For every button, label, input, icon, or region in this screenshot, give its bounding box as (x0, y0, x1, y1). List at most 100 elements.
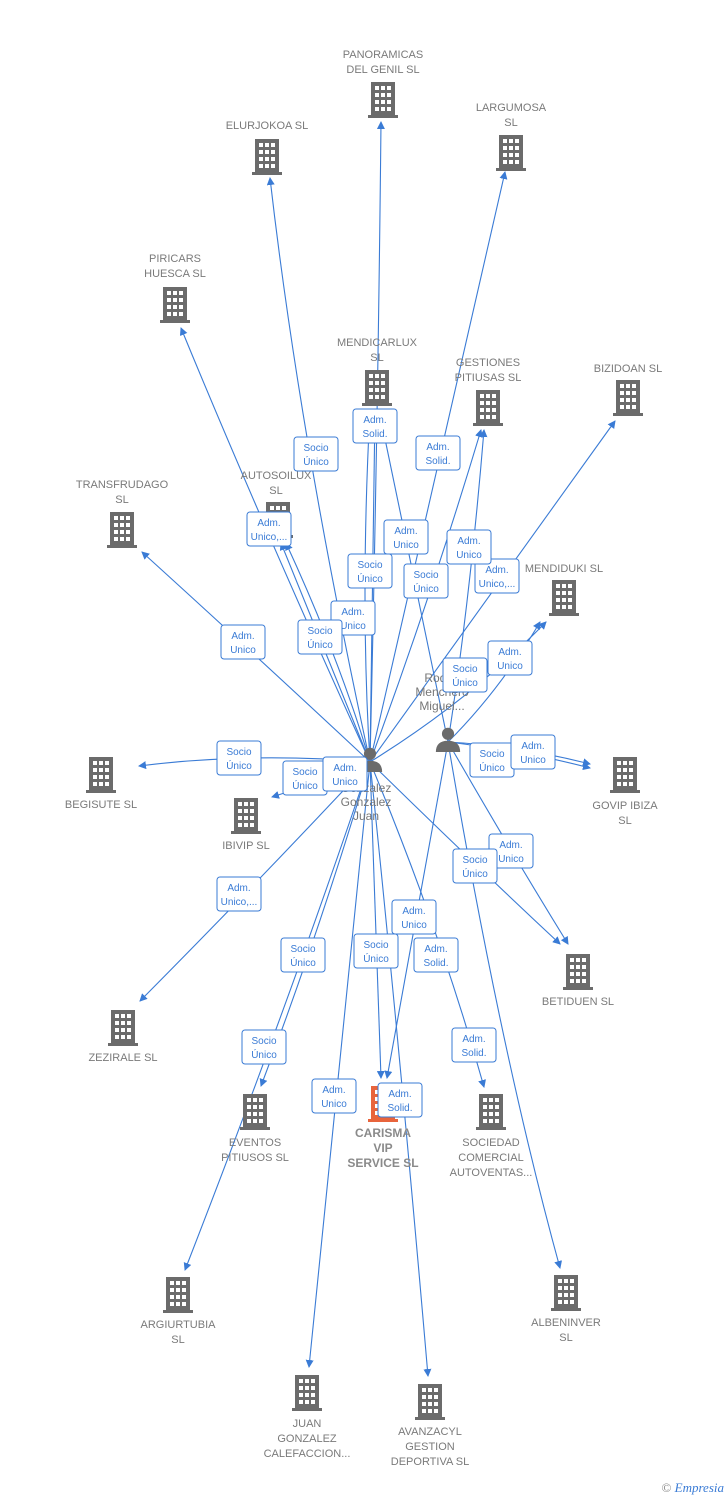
relation-badge[interactable]: Adm. Unico (220, 624, 266, 660)
relation-badge[interactable]: Adm.Unico,... (216, 876, 262, 912)
building-icon (476, 1094, 506, 1130)
relation-badge-text: Adm. (402, 906, 425, 917)
relation-edge (447, 429, 488, 743)
footer-brand: © Empresia (662, 1480, 725, 1496)
company-label: DEPORTIVA SL (391, 1456, 469, 1468)
relation-edge (285, 542, 371, 763)
building-icon (292, 1375, 322, 1411)
relation-badge[interactable]: Adm.Solid. (413, 937, 459, 973)
company-node-juan[interactable]: JUANGONZALEZCALEFACCION... (264, 1375, 351, 1460)
relation-badge-text: Socio (251, 1036, 276, 1047)
relation-badge-text: Socio (226, 747, 251, 758)
company-label: LARGUMOSA (476, 102, 547, 114)
relation-badges: Adm.Solid.SocioÚnicoAdm.Solid.Adm.Unico,… (216, 408, 556, 1118)
relation-badge-text: Socio (307, 626, 332, 637)
relation-badge-text: Adm. (394, 526, 417, 537)
relation-badge-text: Socio (462, 855, 487, 866)
relation-badge[interactable]: Adm.Unico,... (474, 558, 520, 594)
building-icon (563, 954, 593, 990)
company-node-bizidoan[interactable]: BIZIDOAN SL (594, 363, 662, 416)
relation-badge-text: Unico (456, 550, 482, 561)
person-label: Gonzalez (341, 795, 392, 809)
company-label: PITIUSOS SL (221, 1152, 289, 1164)
relation-badge[interactable]: Adm.Solid. (352, 408, 398, 444)
relation-badge-text: Único (462, 867, 488, 880)
company-label: ARGIURTUBIA (141, 1319, 217, 1331)
relation-badge-text: Adm. (498, 647, 521, 658)
relation-badge-text: Adm. (388, 1089, 411, 1100)
relation-badge-text: Adm. (426, 442, 449, 453)
relation-badge-text: Único (307, 638, 333, 651)
relation-badge-text: Adm. (499, 840, 522, 851)
relation-badge[interactable]: Adm.Solid. (451, 1027, 497, 1063)
relation-badge-text: Socio (479, 749, 504, 760)
company-label: VIP (373, 1141, 392, 1155)
relation-badge-text: Adm. (424, 944, 447, 955)
relation-badge-text: Adm. (485, 565, 508, 576)
building-icon (108, 1010, 138, 1046)
company-node-sociedad[interactable]: SOCIEDADCOMERCIALAUTOVENTAS... (450, 1094, 533, 1179)
company-node-begisute[interactable]: BEGISUTE SL (65, 757, 137, 811)
company-node-betiduen[interactable]: BETIDUEN SL (542, 954, 614, 1008)
company-label: GESTION (405, 1441, 455, 1453)
relation-badge[interactable]: Adm. Solid. (415, 435, 461, 471)
relation-badge[interactable]: Adm. Unico (383, 519, 429, 555)
company-node-zezirale[interactable]: ZEZIRALE SL (88, 1010, 158, 1064)
relation-badge-text: Solid. (425, 456, 450, 467)
building-icon (240, 1094, 270, 1130)
relation-badge[interactable]: Adm. Unico (487, 640, 533, 676)
relation-badge[interactable]: Adm.Unico (446, 529, 492, 565)
company-node-mendiduki[interactable]: MENDIDUKI SL (525, 563, 603, 616)
brand-logo[interactable]: Empresia (674, 1480, 724, 1495)
relation-badge-text: Adm. (231, 631, 254, 642)
relation-badge[interactable]: Adm.Unico (391, 899, 437, 935)
relation-badge[interactable]: Adm.Unico (510, 734, 556, 770)
relation-badge-text: Unico (230, 645, 256, 656)
relation-badge[interactable]: Adm.Unico (322, 756, 368, 792)
relation-badge[interactable]: Adm.Solid. (377, 1082, 423, 1118)
relation-badge-text: Único (290, 956, 316, 969)
company-label: CALEFACCION... (264, 1448, 351, 1460)
company-node-elurjokoa[interactable]: ELURJOKOA SL (226, 120, 309, 175)
relation-badge-text: Único (357, 572, 383, 585)
company-label: SOCIEDAD (462, 1137, 520, 1149)
relation-badge-text: Unico (393, 540, 419, 551)
company-node-ibivip[interactable]: IBIVIP SL (222, 798, 270, 852)
company-label: PIRICARS (149, 253, 201, 265)
relation-edge (447, 741, 562, 1269)
relation-badge[interactable]: Adm.Unico,... (246, 511, 292, 547)
relation-edge (183, 761, 371, 1271)
building-icon (231, 798, 261, 834)
relation-badge[interactable]: Adm.Unico (311, 1078, 357, 1114)
company-label: GOVIP IBIZA (592, 800, 658, 812)
company-label: TRANSFRUDAGO (76, 479, 169, 491)
relation-badge-text: Unico (497, 661, 523, 672)
company-label: PANORAMICAS (343, 49, 423, 61)
